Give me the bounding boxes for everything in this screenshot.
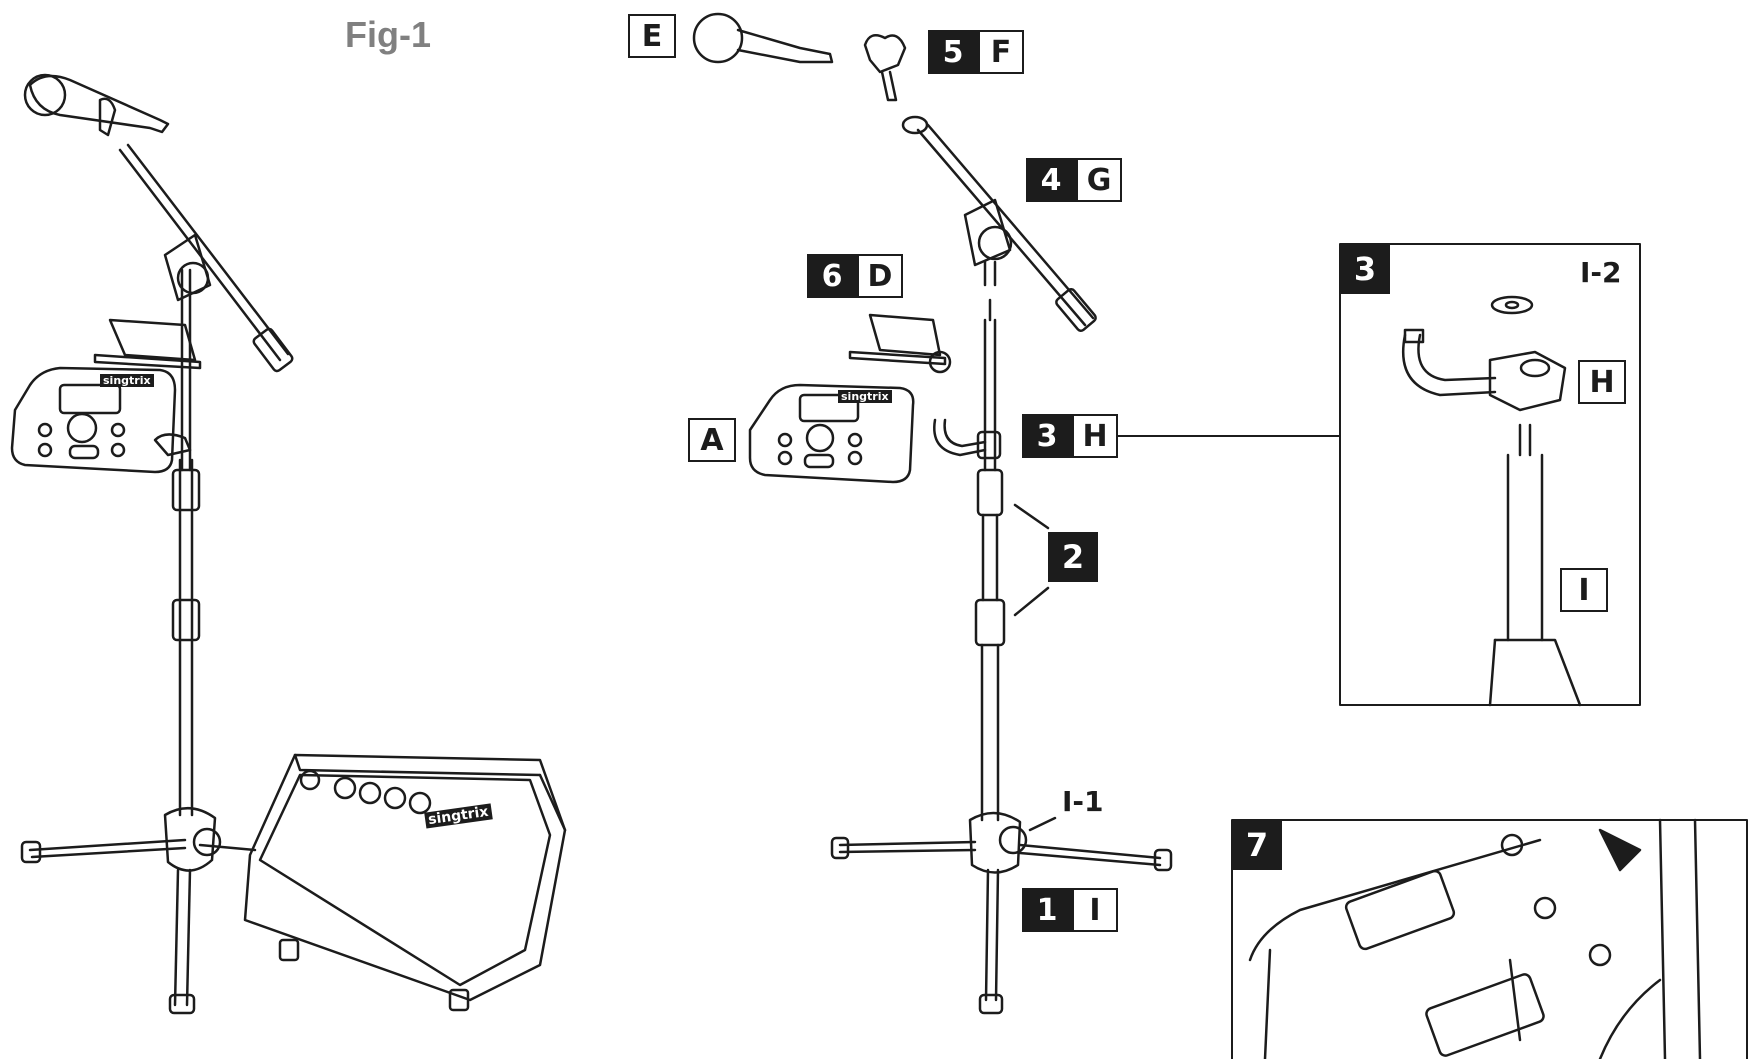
figure-title: Fig-1 [345, 14, 431, 56]
label-e: E [628, 14, 676, 58]
part-letter-i: I [1072, 888, 1118, 932]
label-2: 2 [1048, 532, 1098, 582]
detail-7-illustration [1232, 820, 1747, 1059]
detail-3-number: 3 [1340, 244, 1390, 294]
part-letter-d: D [857, 254, 903, 298]
label-i-2: I-2 [1580, 256, 1622, 289]
step-number-6: 6 [807, 254, 857, 298]
step-number-5: 5 [928, 30, 978, 74]
label-a: A [688, 418, 736, 462]
assembled-stand-illustration [12, 75, 565, 1013]
step-number-3: 3 [1022, 414, 1072, 458]
detail-7-number: 7 [1232, 820, 1282, 870]
step-number-1: 1 [1022, 888, 1072, 932]
label-5-f: 5 F [928, 30, 1024, 74]
detail-3-label-h: H [1578, 360, 1626, 404]
label-i-1: I-1 [1062, 785, 1104, 818]
label-6-d: 6 D [807, 254, 903, 298]
brand-logo-console-a: singtrix [838, 390, 892, 403]
step-number-4: 4 [1026, 158, 1076, 202]
label-4-g: 4 G [1026, 158, 1122, 202]
detail-3-label-i: I [1560, 568, 1608, 612]
part-letter-f: F [978, 30, 1024, 74]
detail-3-illustration [1340, 244, 1640, 705]
label-1-i: 1 I [1022, 888, 1118, 932]
label-3-h: 3 H [1022, 414, 1118, 458]
part-letter-h: H [1072, 414, 1118, 458]
part-letter-g: G [1076, 158, 1122, 202]
brand-logo-left-console: singtrix [100, 374, 154, 387]
